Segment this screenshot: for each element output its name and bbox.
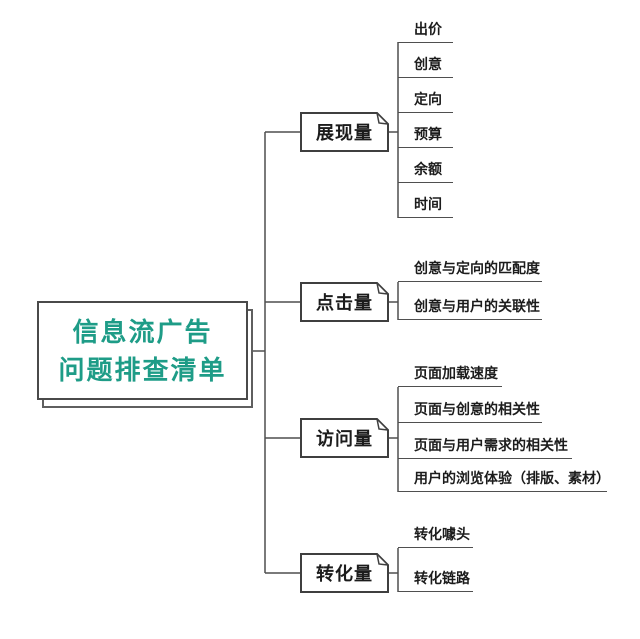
branch-label-visit: 访问量 xyxy=(316,429,373,449)
leaf-item: 余额 xyxy=(398,156,453,183)
leaf-item: 定向 xyxy=(398,86,453,113)
leaf-item: 创意 xyxy=(398,51,453,78)
leaf-item: 预算 xyxy=(398,121,453,148)
leaf-item: 创意与定向的匹配度 xyxy=(398,255,542,282)
leaf-item: 页面与创意的相关性 xyxy=(398,396,542,423)
branch-node-click: 点击量 xyxy=(300,282,389,322)
root-title-line2: 问题排查清单 xyxy=(58,354,227,385)
document-shape-icon xyxy=(300,553,389,593)
branch-label-display: 展现量 xyxy=(316,123,373,143)
leaf-item: 用户的浏览体验（排版、素材） xyxy=(398,465,610,492)
root-title-line1: 信息流广告 xyxy=(72,316,213,347)
leaf-item: 页面加载速度 xyxy=(398,360,502,387)
branch-node-display: 展现量 xyxy=(300,112,389,152)
leaf-item: 转化链路 xyxy=(398,565,473,592)
leaf-item: 转化噱头 xyxy=(398,521,473,548)
document-shape-icon xyxy=(300,418,389,458)
branch-node-convert: 转化量 xyxy=(300,553,389,593)
document-shape-icon xyxy=(300,282,389,322)
leaf-item: 页面与用户需求的相关性 xyxy=(398,432,572,459)
branch-label-convert: 转化量 xyxy=(316,564,373,584)
root-node: 信息流广告 问题排查清单 xyxy=(37,301,248,400)
branch-node-visit: 访问量 xyxy=(300,418,389,458)
leaf-item: 出价 xyxy=(398,16,453,43)
branch-label-click: 点击量 xyxy=(316,293,373,313)
document-shape-icon xyxy=(300,112,389,152)
leaf-item: 时间 xyxy=(398,191,453,218)
leaf-item: 创意与用户的关联性 xyxy=(398,293,542,320)
